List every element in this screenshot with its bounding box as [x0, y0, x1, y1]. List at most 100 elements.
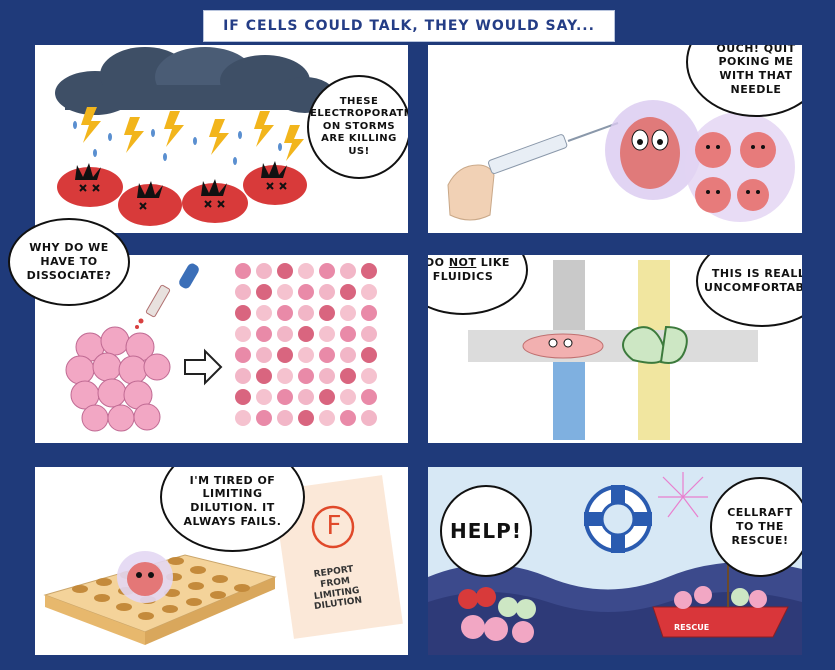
single-cell: [319, 284, 335, 300]
single-cell: [319, 347, 335, 363]
speech-bubble-storm: THESE ELECTROPORATI ON STORMS ARE KILLIN…: [307, 75, 408, 179]
well: [234, 584, 250, 592]
single-cell: [298, 284, 314, 300]
single-cell: [277, 368, 293, 384]
lightning-icon: [81, 107, 304, 161]
single-cell: [319, 410, 335, 426]
report-label: REPORT FROM LIMITING DILUTION: [313, 564, 363, 613]
panel-rescue: RESCUE HELP! CELLRAFT TO THE RESCUE!: [428, 467, 802, 655]
single-cell: [361, 410, 377, 426]
well: [190, 566, 206, 574]
single-cell: [277, 263, 293, 279]
fluidics-text-post: LIKE FLUIDICS: [432, 256, 510, 283]
panel-needle: OUCH! QUIT POKING ME WITH THAT NEEDLE: [428, 45, 802, 233]
red-cell-icon: [57, 161, 307, 226]
well: [94, 594, 110, 602]
needle-scene: [447, 100, 795, 222]
single-cell: [319, 326, 335, 342]
speech-bubble-dilution: I'M TIRED OF LIMITING DILUTION. IT ALWAY…: [160, 467, 305, 552]
single-cell: [298, 326, 314, 342]
single-cell: [277, 347, 293, 363]
single-cell: [361, 368, 377, 384]
single-cell: [256, 347, 272, 363]
single-cell: [340, 326, 356, 342]
dropper-icon: [135, 263, 199, 329]
life-ring-icon: [584, 485, 652, 553]
single-cell: [319, 368, 335, 384]
single-cell: [319, 263, 335, 279]
cell-clump-icon: [65, 326, 171, 432]
single-cell: [361, 347, 377, 363]
plate-scene: [43, 475, 403, 645]
well: [72, 585, 88, 593]
well: [186, 598, 202, 606]
single-cell: [340, 263, 356, 279]
hand-icon: [447, 164, 495, 221]
well: [210, 591, 226, 599]
panel-electroporation: THESE ELECTROPORATI ON STORMS ARE KILLIN…: [35, 45, 408, 233]
speech-bubble-dissociate: WHY DO WE HAVE TO DISSOCIATE?: [8, 218, 130, 306]
single-cell: [361, 389, 377, 405]
well: [212, 575, 228, 583]
single-cell: [319, 305, 335, 321]
arrow-right-icon: [184, 348, 223, 386]
well: [116, 603, 132, 611]
fluidics-text-pre: I DO: [428, 256, 445, 270]
report-card-icon: [273, 475, 403, 639]
single-cell: [298, 305, 314, 321]
well: [188, 582, 204, 590]
single-cell: [256, 368, 272, 384]
single-cell: [235, 305, 251, 321]
fireworks-icon: [658, 472, 708, 518]
single-cell: [340, 410, 356, 426]
single-cell: [340, 347, 356, 363]
drifting-cells-icon: [458, 586, 767, 643]
fluidics-scene: [468, 260, 758, 440]
dispersed-cells-icon: [235, 263, 377, 426]
single-cell: [340, 305, 356, 321]
single-cell: [277, 326, 293, 342]
well: [96, 578, 112, 586]
well: [162, 605, 178, 613]
speech-bubble-help: HELP!: [440, 485, 532, 577]
single-cell: [277, 305, 293, 321]
panel-fluidics: I DO NOT LIKE FLUIDICS THIS IS REALLY UN…: [428, 255, 802, 443]
single-cell: [235, 347, 251, 363]
single-cell: [277, 389, 293, 405]
single-cell: [256, 284, 272, 300]
single-cell: [361, 284, 377, 300]
well: [138, 612, 154, 620]
grade-letter: F: [326, 511, 342, 541]
single-cell: [235, 389, 251, 405]
single-cell: [340, 368, 356, 384]
single-cell: [298, 368, 314, 384]
single-cell: [340, 284, 356, 300]
single-cell: [361, 263, 377, 279]
single-cell: [235, 368, 251, 384]
single-cell: [277, 284, 293, 300]
single-cell: [277, 410, 293, 426]
single-cell: [340, 389, 356, 405]
single-cell: [235, 410, 251, 426]
cell-cluster-icon: [605, 100, 795, 222]
single-cell: [256, 305, 272, 321]
single-cell: [298, 389, 314, 405]
single-cell: [235, 326, 251, 342]
single-cell: [298, 347, 314, 363]
single-cell: [361, 305, 377, 321]
dissociate-scene: [65, 263, 377, 432]
squeezed-cell-icon: [522, 333, 604, 359]
single-cell: [256, 326, 272, 342]
single-cell: [235, 263, 251, 279]
sad-cell-icon: [117, 551, 173, 603]
single-cell: [298, 263, 314, 279]
single-cell: [319, 389, 335, 405]
pinched-cell-icon: [622, 325, 688, 364]
single-cell: [256, 263, 272, 279]
boat-label: RESCUE: [674, 623, 710, 632]
fluidics-text-not: NOT: [448, 256, 477, 270]
panel-limiting-dilution: F REPORT FROM LIMITING DILUTION I'M TIRE…: [35, 467, 408, 655]
well: [168, 557, 184, 565]
rain-icon: [73, 121, 282, 165]
storm-scene: [55, 47, 335, 226]
